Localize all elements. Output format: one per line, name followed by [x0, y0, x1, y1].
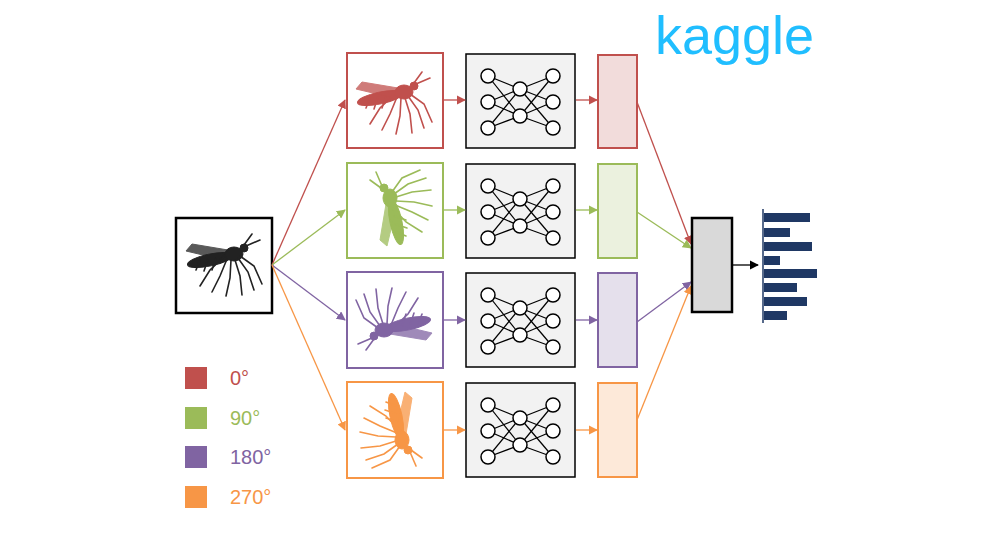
- flow-arrows: [272, 100, 758, 430]
- output-vector: [598, 164, 637, 258]
- legend-text: 270°: [230, 487, 271, 507]
- legend-swatch: [185, 486, 207, 508]
- rotated-image: [347, 53, 443, 148]
- logo-text: kaggle: [655, 8, 814, 62]
- mosquito-image: [370, 170, 432, 246]
- legend-row: 90°: [185, 407, 260, 429]
- rotated-image: [347, 272, 443, 368]
- network-icon: [481, 398, 560, 464]
- legend-row: 0°: [185, 367, 249, 389]
- network-box: [466, 54, 575, 148]
- legend-row: 180°: [185, 446, 271, 468]
- network-icon: [481, 288, 560, 354]
- network-icon: [481, 179, 560, 245]
- mosquito-image: [356, 72, 432, 134]
- output-vector: [598, 55, 637, 148]
- rotated-image: [347, 382, 443, 478]
- output-histogram: [763, 209, 817, 323]
- network-icon: [481, 69, 560, 135]
- legend-text: 90°: [230, 408, 260, 428]
- legend-text: 180°: [230, 447, 271, 467]
- legend-swatch: [185, 367, 207, 389]
- input-image: [176, 218, 272, 313]
- legend-row: 270°: [185, 486, 271, 508]
- mosquito-image: [360, 392, 422, 468]
- rotated-image: [347, 163, 443, 258]
- network-box: [466, 383, 575, 477]
- legend-text: 0°: [230, 368, 249, 388]
- network-box: [466, 164, 575, 258]
- output-vector: [598, 273, 637, 367]
- legend-swatch: [185, 446, 207, 468]
- legend-swatch: [185, 407, 207, 429]
- output-vector: [598, 383, 637, 477]
- network-box: [466, 273, 575, 367]
- mosquito-image: [356, 288, 432, 350]
- aggregator-box: [692, 218, 732, 312]
- mosquito-image: [186, 234, 262, 296]
